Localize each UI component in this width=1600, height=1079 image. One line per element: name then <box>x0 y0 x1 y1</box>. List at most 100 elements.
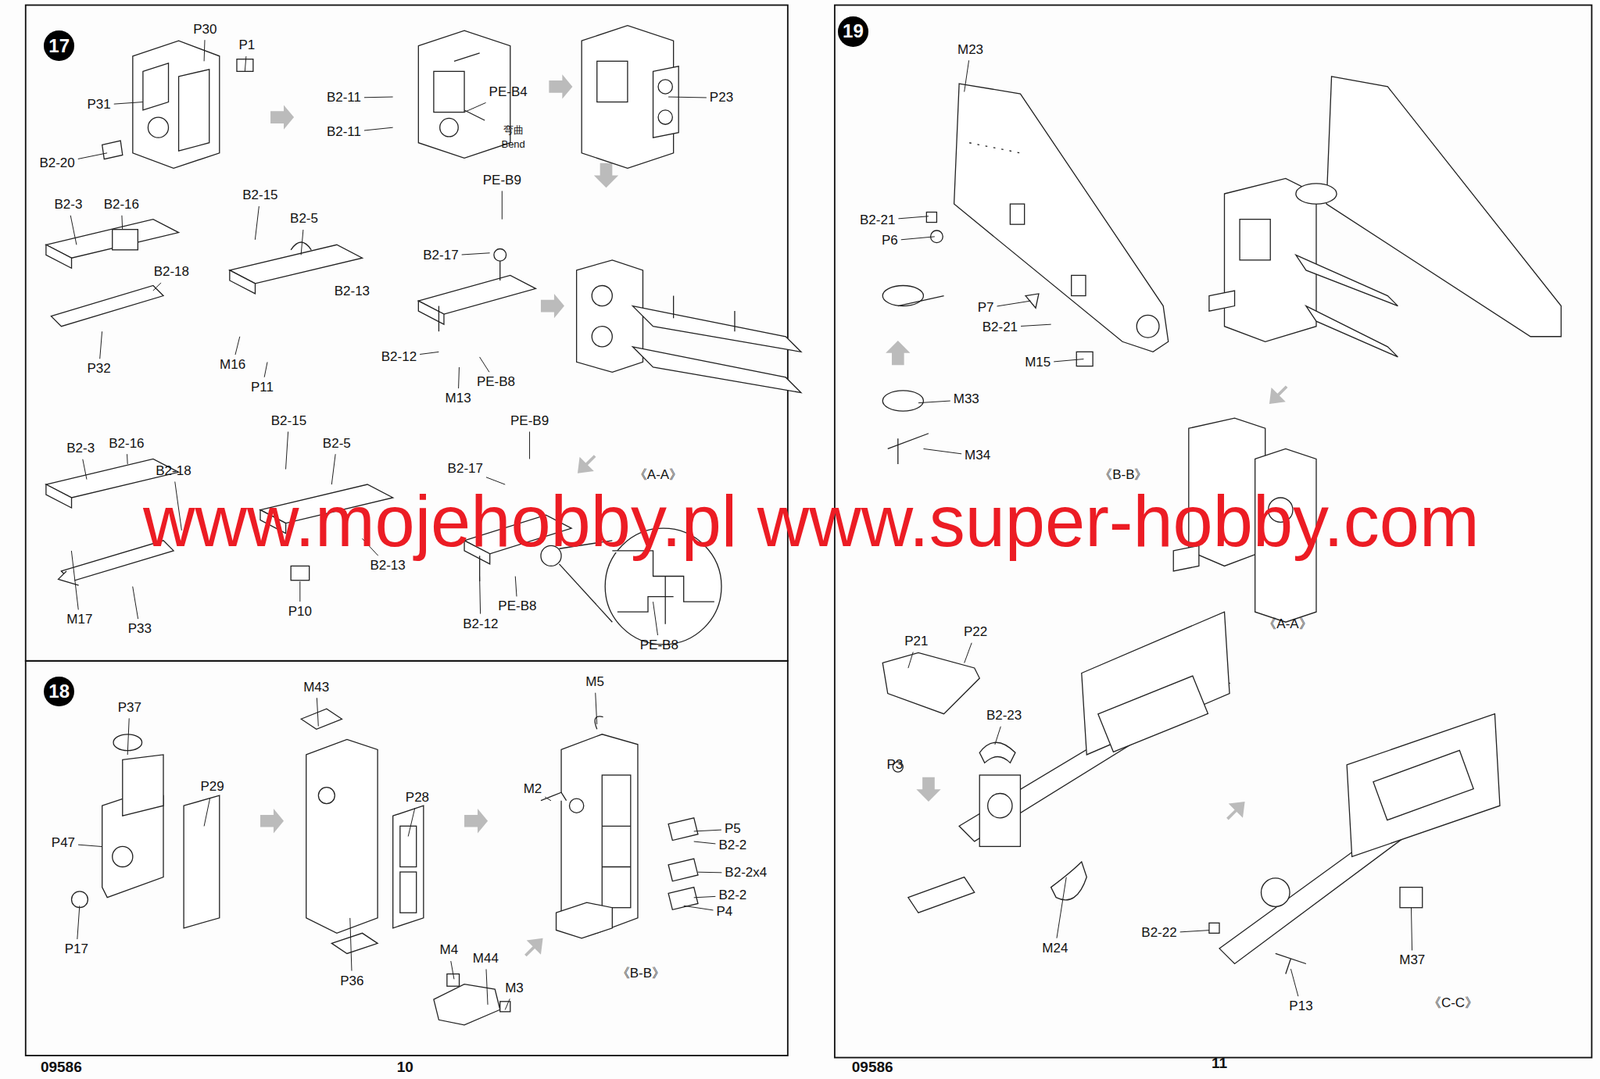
part-label: P11 <box>250 380 274 396</box>
part-label: P1 <box>239 38 256 54</box>
step-number: 19 <box>837 16 869 47</box>
part-label: B2-16 <box>108 436 144 452</box>
leader-line <box>364 96 394 99</box>
leader-line <box>71 551 79 610</box>
page-number: 11 <box>1211 1055 1228 1073</box>
leader-line <box>70 215 77 246</box>
leader-line <box>964 60 970 92</box>
view-label: 《A-A》 <box>1263 617 1312 633</box>
part-label: B2-5 <box>322 436 351 452</box>
step-number: 17 <box>43 30 75 61</box>
part-label: P31 <box>87 97 111 113</box>
leader-line <box>504 998 510 1010</box>
leader-line <box>995 726 1001 745</box>
part-label: M33 <box>953 392 980 408</box>
part-label: B2-2 <box>718 888 747 904</box>
part-label: B2-2 <box>718 838 747 854</box>
leader-line <box>299 581 301 602</box>
leader-line <box>1056 877 1067 939</box>
part-label: B2-11 <box>326 90 362 106</box>
leader-line <box>501 190 503 219</box>
part-label: P36 <box>340 974 364 990</box>
leader-line <box>254 206 259 240</box>
leader-line <box>264 361 268 377</box>
leader-line <box>126 454 129 465</box>
leader-line <box>100 331 103 359</box>
part-label: M15 <box>1024 355 1051 371</box>
leader-line <box>364 127 394 131</box>
leader-line <box>331 454 336 485</box>
part-label: M3 <box>504 981 524 997</box>
part-label: P30 <box>193 22 217 38</box>
part-label: B2-21 <box>859 213 895 229</box>
part-label: B2-15 <box>242 188 278 204</box>
leader-line <box>544 797 552 802</box>
part-label: P10 <box>288 604 312 620</box>
leader-line <box>408 808 416 837</box>
part-label: M43 <box>303 680 330 696</box>
leader-line <box>1180 930 1210 933</box>
leader-line <box>694 830 722 832</box>
leader-line <box>1020 324 1052 326</box>
view-label: 《B-B》 <box>1098 468 1148 484</box>
part-label: B2-13 <box>369 558 405 574</box>
bend-note: Bend <box>501 139 525 151</box>
leader-line <box>901 236 935 240</box>
part-label: PE-B8 <box>497 599 537 615</box>
part-label: B2-2x4 <box>724 866 767 881</box>
part-label: M4 <box>440 943 459 959</box>
leader-line <box>486 477 505 485</box>
step-number-text: 19 <box>842 21 864 41</box>
leader-line <box>300 229 304 255</box>
part-label: M13 <box>445 391 472 407</box>
part-label: PE-B4 <box>489 85 528 101</box>
leader-line <box>114 102 144 105</box>
part-label: B2-17 <box>447 461 484 477</box>
part-label: P13 <box>1288 999 1313 1015</box>
part-label: M5 <box>585 675 605 691</box>
view-label: 《B-B》 <box>616 966 666 982</box>
part-label: B2-22 <box>1141 926 1177 942</box>
leader-line <box>898 216 929 219</box>
parts-step-18 <box>71 708 698 1026</box>
leader-line <box>458 367 460 389</box>
leader-line <box>78 153 108 160</box>
part-label: P47 <box>51 836 76 852</box>
leader-line <box>683 905 714 911</box>
view-label: 《C-C》 <box>1428 996 1479 1012</box>
part-label: B2-3 <box>54 197 83 213</box>
part-label: P22 <box>963 625 988 641</box>
step-number-text: 18 <box>48 682 70 702</box>
part-label: B2-20 <box>39 156 75 172</box>
leader-line <box>78 844 102 847</box>
part-label: P21 <box>904 634 928 650</box>
leader-line <box>153 282 162 291</box>
part-label: B2-21 <box>982 320 1018 336</box>
leader-line <box>1410 908 1412 952</box>
leader-line <box>964 643 972 664</box>
part-label: PE-B8 <box>640 638 679 654</box>
leader-line <box>908 651 913 669</box>
part-label: B2-12 <box>462 617 498 633</box>
part-label: P4 <box>715 905 733 920</box>
leader-line <box>923 448 962 454</box>
leader-line <box>316 697 319 727</box>
part-label: P7 <box>977 300 995 316</box>
view-label: 《A-A》 <box>633 468 683 484</box>
part-label: M24 <box>1041 941 1068 957</box>
part-label: B2-16 <box>103 197 140 213</box>
part-label: P17 <box>64 942 89 958</box>
part-label: M23 <box>957 42 984 58</box>
leader-line <box>82 459 87 480</box>
part-label: B2-11 <box>326 125 362 140</box>
leader-line <box>350 918 352 972</box>
part-label: PE-B9 <box>510 414 549 430</box>
leader-line <box>132 587 139 620</box>
part-label: M16 <box>219 357 246 373</box>
part-label: M34 <box>964 448 991 464</box>
step-number: 18 <box>43 676 75 708</box>
part-label: P32 <box>87 361 111 377</box>
step-number-text: 17 <box>48 36 70 56</box>
part-label: B2-17 <box>422 248 459 264</box>
part-label: P29 <box>200 780 224 795</box>
